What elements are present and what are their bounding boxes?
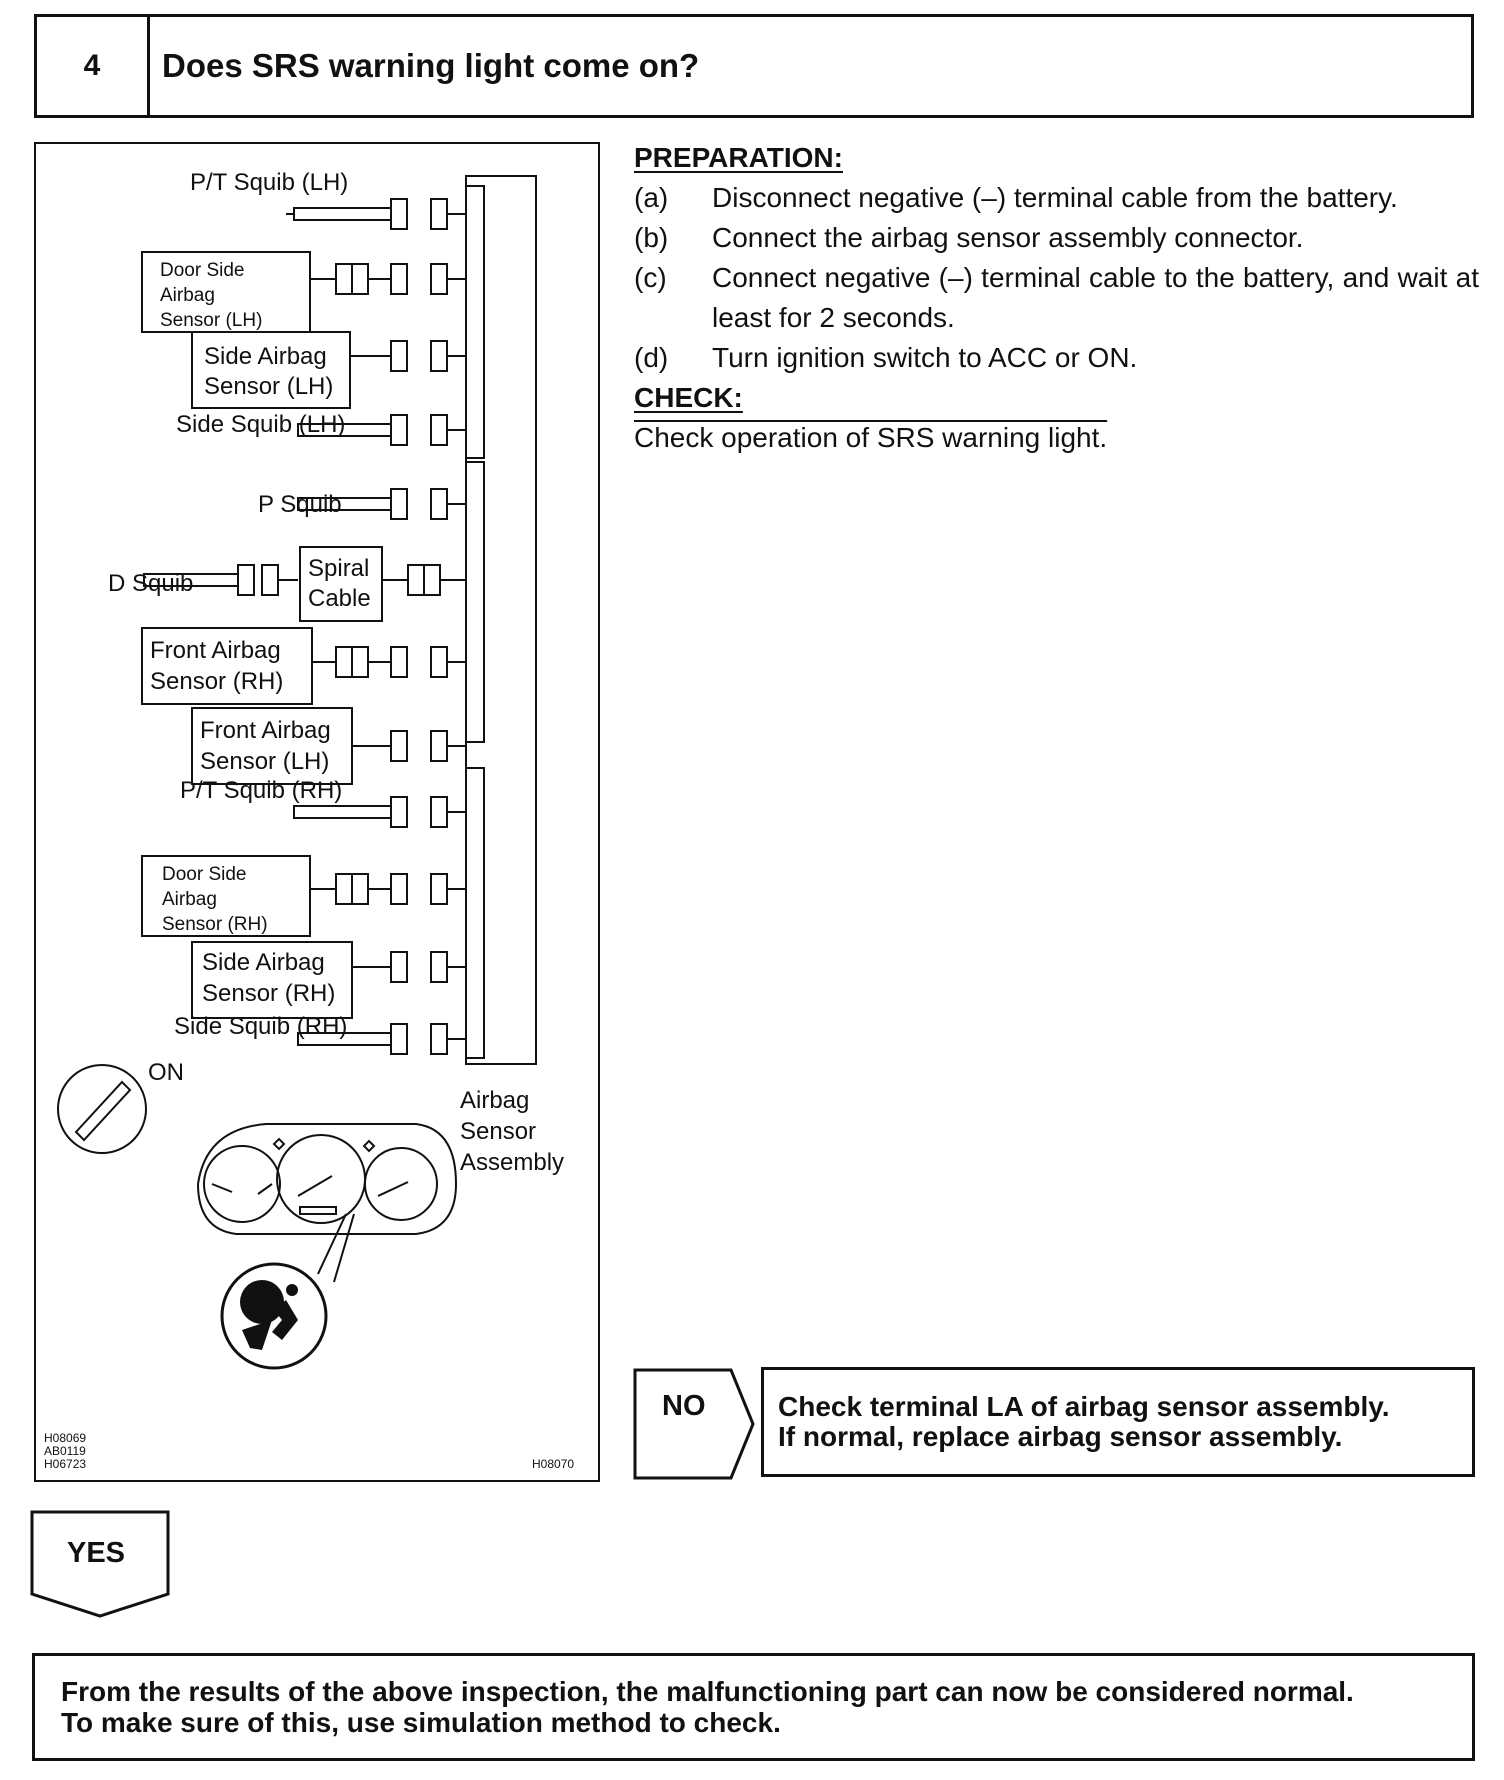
- prep-step-a: (a) Disconnect negative (–) terminal cab…: [634, 178, 1479, 218]
- door-side-sensor-lh-box: [141, 251, 311, 333]
- prep-step-b: (b) Connect the airbag sensor assembly c…: [634, 218, 1479, 258]
- ignition-key-icon: [57, 1064, 147, 1154]
- label-door-side-lh-3: Sensor (LH): [160, 310, 262, 331]
- label-side-squib-lh: Side Squib (LH): [176, 411, 345, 438]
- label-side-airbag-lh-1: Side Airbag: [204, 343, 327, 370]
- label-spiral-cable-2: Cable: [308, 585, 371, 612]
- figure-code-left-1: H08069: [44, 1431, 86, 1445]
- label-side-airbag-rh-2: Sensor (RH): [202, 980, 335, 1007]
- label-door-side-rh-2: Airbag: [162, 889, 217, 910]
- front-airbag-sensor-rh-box: [141, 627, 313, 705]
- label-p-squib: P Squib: [258, 491, 342, 518]
- label-front-airbag-lh-2: Sensor (LH): [200, 748, 329, 775]
- spiral-cable-box: [299, 546, 383, 622]
- figure-code-left-2: AB0119: [44, 1444, 86, 1458]
- prep-step-d: (d) Turn ignition switch to ACC or ON.: [634, 338, 1479, 378]
- label-assembly-1: Airbag: [460, 1087, 529, 1114]
- door-side-sensor-rh-box: [141, 855, 311, 937]
- no-result-box: Check terminal LA of airbag sensor assem…: [761, 1367, 1475, 1477]
- yes-arrow-shape: [30, 1510, 170, 1618]
- prep-step-label: (b): [634, 222, 669, 253]
- label-pt-squib-lh: P/T Squib (LH): [190, 169, 348, 196]
- final-note-line-2: To make sure of this, use simulation met…: [61, 1707, 781, 1738]
- label-door-side-rh-1: Door Side: [162, 864, 247, 885]
- check-heading: CHECK:: [634, 382, 743, 413]
- label-side-squib-rh: Side Squib (RH): [174, 1013, 347, 1040]
- no-arrow-shape: [633, 1368, 755, 1480]
- label-assembly-3: Assembly: [460, 1149, 564, 1176]
- label-front-airbag-rh-1: Front Airbag: [150, 637, 281, 664]
- prep-step-text: Disconnect negative (–) terminal cable f…: [712, 182, 1398, 213]
- label-door-side-rh-3: Sensor (RH): [162, 914, 268, 935]
- prep-step-c: (c) Connect negative (–) terminal cable …: [634, 258, 1479, 338]
- label-assembly-2: Sensor: [460, 1118, 536, 1145]
- label-front-airbag-lh-1: Front Airbag: [200, 717, 331, 744]
- label-side-airbag-lh-2: Sensor (LH): [204, 373, 333, 400]
- front-airbag-sensor-lh-box: [191, 707, 353, 785]
- label-door-side-lh-1: Door Side: [160, 260, 245, 281]
- no-result-line-2: If normal, replace airbag sensor assembl…: [778, 1421, 1343, 1452]
- prep-step-label: (d): [634, 342, 669, 373]
- figure-code-left-3: H06723: [44, 1457, 86, 1471]
- prep-step-label: (c): [634, 262, 667, 293]
- figure-code-right: H08070: [532, 1457, 574, 1471]
- srs-warning-light-icon: [220, 1262, 328, 1370]
- assembly-connector-1: [465, 185, 485, 459]
- prep-step-text: Connect negative (–) terminal cable to t…: [712, 262, 1479, 333]
- step-question: Does SRS warning light come on?: [162, 47, 700, 84]
- final-note-line-1: From the results of the above inspection…: [61, 1676, 1354, 1707]
- combination-meter-icon: [196, 1123, 458, 1283]
- final-note-box: From the results of the above inspection…: [32, 1653, 1475, 1761]
- sensor-assembly-body: [465, 175, 537, 1065]
- side-airbag-sensor-lh-box: [191, 331, 351, 409]
- assembly-connector-3: [465, 767, 485, 1059]
- step-number: 4: [37, 17, 150, 115]
- label-side-airbag-rh-1: Side Airbag: [202, 949, 325, 976]
- prep-step-text: Connect the airbag sensor assembly conne…: [712, 222, 1304, 253]
- preparation-heading: PREPARATION:: [634, 142, 843, 173]
- assembly-connector-2: [465, 461, 485, 743]
- yes-label: YES: [67, 1537, 126, 1569]
- prep-step-text: Turn ignition switch to ACC or ON.: [712, 342, 1138, 373]
- side-airbag-sensor-rh-box: [191, 941, 353, 1019]
- label-front-airbag-rh-2: Sensor (RH): [150, 668, 283, 695]
- prep-step-label: (a): [634, 182, 669, 213]
- label-pt-squib-rh: P/T Squib (RH): [180, 777, 342, 804]
- label-spiral-cable-1: Spiral: [308, 555, 369, 582]
- label-door-side-lh-2: Airbag: [160, 285, 215, 306]
- no-label: NO: [662, 1390, 706, 1422]
- step-header: 4 Does SRS warning light come on?: [34, 14, 1474, 118]
- srs-wiring-diagram: P/T Squib (LH) Door Side Airbag Sensor (…: [34, 142, 600, 1482]
- instructions: PREPARATION: (a) Disconnect negative (–)…: [634, 138, 1479, 458]
- no-result-line-1: Check terminal LA of airbag sensor assem…: [778, 1391, 1390, 1422]
- diagram-drawing: P/T Squib (LH) Door Side Airbag Sensor (…: [44, 169, 574, 1471]
- check-text: Check operation of SRS warning light.: [634, 422, 1108, 453]
- label-ignition-on: ON: [148, 1059, 184, 1086]
- label-d-squib: D Squib: [108, 570, 193, 597]
